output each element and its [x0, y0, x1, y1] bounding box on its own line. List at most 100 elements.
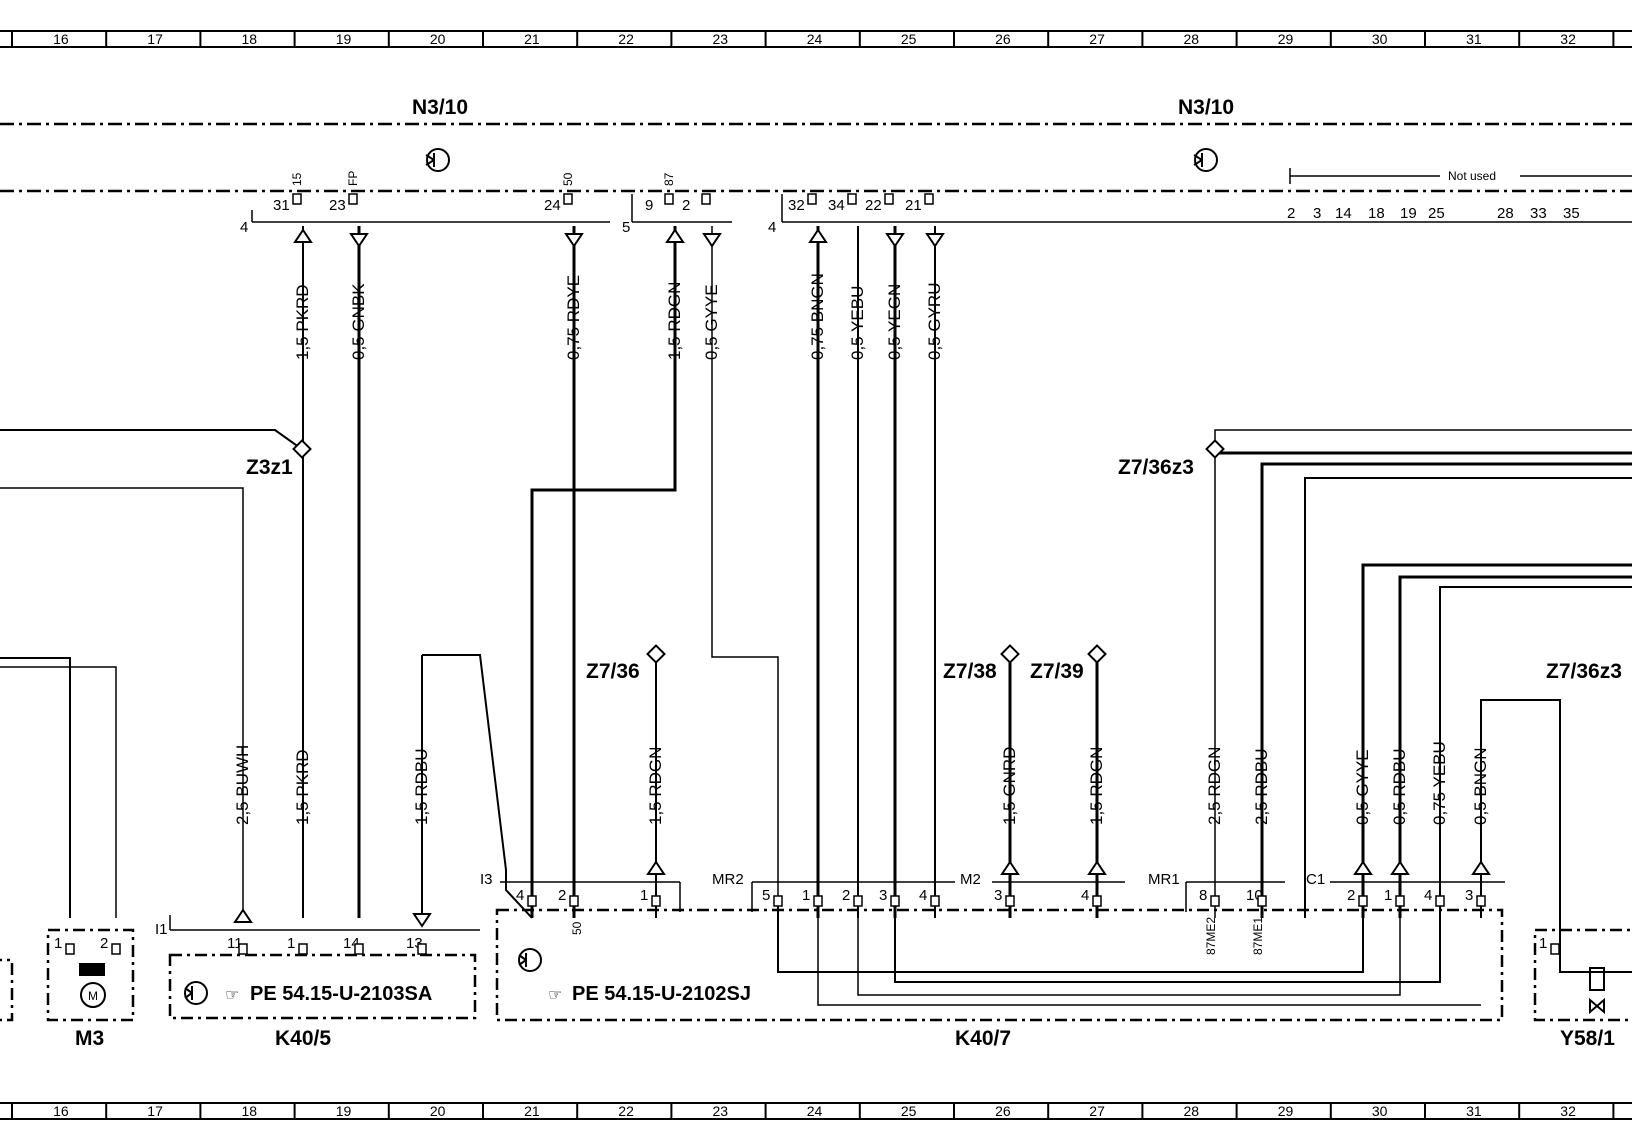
bottom-pin-number: 8	[1199, 887, 1207, 904]
bottom-pin-number: 2	[842, 887, 850, 904]
bottom-pin-number: 1	[287, 935, 295, 952]
wire-arrows	[233, 228, 1491, 928]
bottom-pin-number: 1	[1539, 935, 1547, 952]
mr1-sub-label-2: 87ME1	[1251, 917, 1265, 955]
grid-number-bottom: 26	[995, 1103, 1011, 1119]
pin-terminal	[664, 193, 674, 205]
bottom-pin-number: 1	[802, 887, 810, 904]
component-boxes	[0, 908, 1632, 1022]
pointing-hand-icon: ☞	[548, 987, 562, 1004]
top-pin-number: 2	[682, 197, 690, 214]
bottom-pin-number: 4	[1424, 887, 1432, 904]
not-used-pin-number: 33	[1530, 205, 1547, 222]
wire-label: 1,5 PKRD	[293, 749, 312, 825]
pin-terminal	[298, 943, 308, 955]
i3-sub-label: 50	[570, 921, 584, 935]
wire-label: 0,75 RDYE	[564, 275, 583, 360]
grid-number-bottom: 29	[1278, 1103, 1294, 1119]
grid-number-top: 31	[1466, 31, 1482, 47]
splice-z7-36z3-top: Z7/36z3	[1118, 456, 1194, 479]
connector-i3: I3	[480, 871, 493, 888]
top-pin-number: 21	[905, 197, 922, 214]
grid-number-top: 28	[1184, 31, 1200, 47]
pin-terminal	[773, 895, 783, 907]
arrow-up-icon	[293, 228, 313, 243]
bottom-pin-number: 2	[558, 887, 566, 904]
top-pin-number: 24	[544, 197, 561, 214]
n3-10-label-right: N3/10	[1178, 96, 1234, 119]
pin-terminal	[853, 895, 863, 907]
arrow-up-icon	[1087, 860, 1107, 875]
reference-k40-7: PE 54.15-U-2102SJ	[572, 983, 751, 1005]
n3-10-label-left: N3/10	[412, 96, 468, 119]
grid-number-top: 16	[53, 31, 69, 47]
motor-m-letter: M	[88, 989, 98, 1003]
connector-block-4-left: 4	[240, 219, 248, 236]
transistor-icon	[425, 148, 450, 172]
pin-terminal	[348, 193, 358, 205]
component-y58-1: Y58/1	[1560, 1027, 1615, 1050]
pin-terminal	[807, 193, 817, 205]
grid-number-top: 22	[618, 31, 634, 47]
pin-terminal	[1005, 895, 1015, 907]
grid-number-bottom: 18	[242, 1103, 258, 1119]
wire-label: 0,5 GNBK	[349, 283, 368, 360]
pin-terminal	[884, 193, 894, 205]
bottom-pin-number: 4	[919, 887, 927, 904]
connector-m2: M2	[960, 871, 981, 888]
grid-number-top: 23	[713, 31, 729, 47]
bottom-pin-number: 1	[1384, 887, 1392, 904]
connector-block-4-right: 4	[768, 219, 776, 236]
arrow-down-icon	[349, 233, 369, 248]
not-used-pin-number: 35	[1563, 205, 1580, 222]
bottom-pin-number: 4	[1081, 887, 1089, 904]
grid-number-top: 26	[995, 31, 1011, 47]
pin-terminal	[1257, 895, 1267, 907]
connector-mr1: MR1	[1148, 871, 1180, 888]
grid-number-top: 29	[1278, 31, 1294, 47]
pin-terminal	[238, 943, 248, 955]
wires	[0, 226, 1632, 1006]
grid-number-bottom: 27	[1089, 1103, 1105, 1119]
bottom-pin-number: 1	[54, 935, 62, 952]
top-pin-signal: 87	[662, 172, 676, 186]
bottom-pin-number: 4	[516, 887, 524, 904]
component-k40-5: K40/5	[275, 1027, 331, 1050]
wire-label: 1,5 RDBU	[412, 748, 431, 825]
pin-terminal	[813, 895, 823, 907]
wire-label: 0,5 GYYE	[702, 284, 721, 360]
splice-diamonds	[292, 439, 1225, 664]
pin-terminal	[354, 943, 364, 955]
grid-number-top: 20	[430, 31, 446, 47]
top-pin-number: 9	[645, 197, 653, 214]
wire-label: 1,5 RDGN	[1087, 747, 1106, 825]
pointing-hand-icon: ☞	[225, 987, 239, 1004]
wire-label: 2,5 RDGN	[1205, 747, 1224, 825]
bottom-pin-number: 3	[1465, 887, 1473, 904]
grid-number-top: 32	[1560, 31, 1576, 47]
grid-number-top: 19	[336, 31, 352, 47]
connector-i1: I1	[155, 921, 168, 938]
top-pin-number: 31	[273, 197, 290, 214]
wire-label: 0,5 YEBU	[848, 286, 867, 360]
grid-number-top: 21	[524, 31, 540, 47]
top-pin-number: 22	[865, 197, 882, 214]
wire-label: 0,5 RDBU	[1390, 748, 1409, 825]
pin-terminal	[527, 895, 537, 907]
splice-z7-36z3-right: Z7/36z3	[1546, 660, 1622, 683]
component-k40-7: K40/7	[955, 1027, 1011, 1050]
reference-k40-5: PE 54.15-U-2103SA	[250, 983, 432, 1005]
pin-terminal	[1550, 943, 1560, 955]
pin-terminal	[292, 193, 302, 205]
not-used-pin-number: 25	[1428, 205, 1445, 222]
not-used-pin-number: 28	[1497, 205, 1514, 222]
arrow-down-icon	[564, 233, 584, 248]
bottom-pin-number: 2	[1347, 887, 1355, 904]
pin-terminal	[1395, 895, 1405, 907]
grid-number-bottom: 20	[430, 1103, 446, 1119]
bottom-pin-number: 2	[100, 935, 108, 952]
pin-terminal	[924, 193, 934, 205]
splice-z7-36: Z7/36	[586, 660, 640, 683]
